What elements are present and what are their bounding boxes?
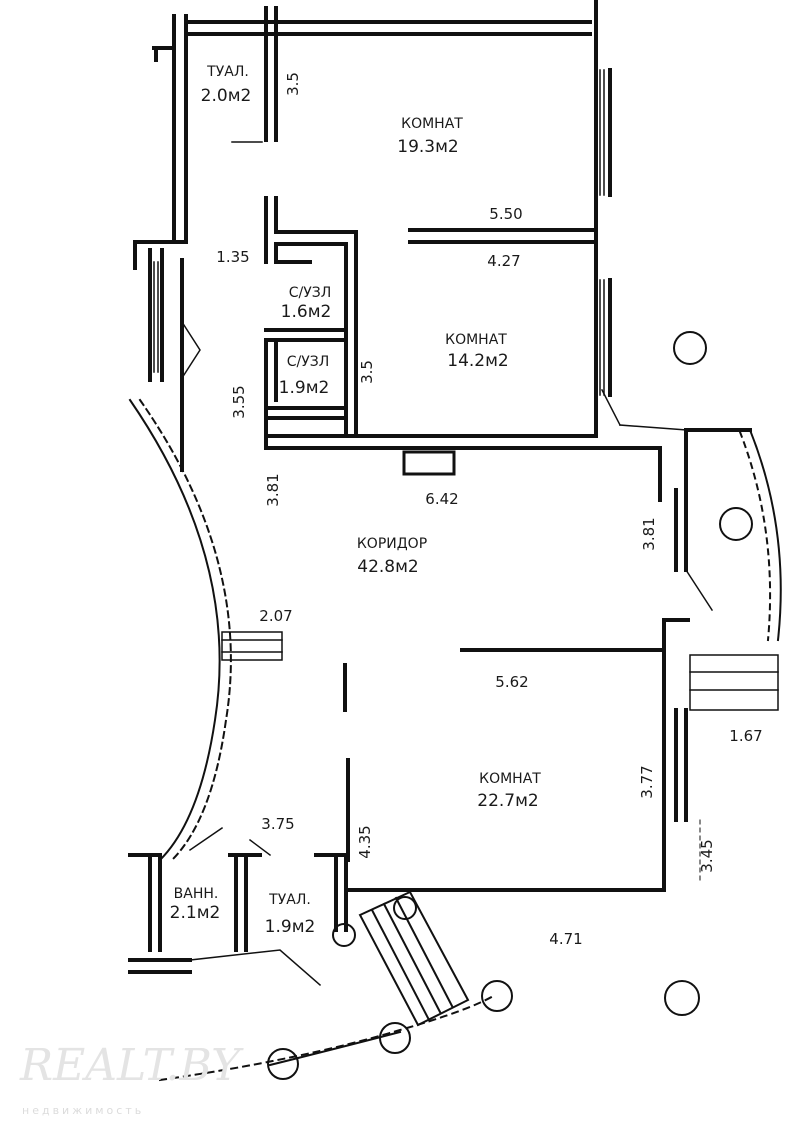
dimension-corridor-left-vertical: 3.81 (264, 473, 282, 506)
dimension-guides (347, 759, 701, 881)
room-label-storage2: С/УЗЛ (287, 354, 330, 370)
room-area-wc-top: 2.0м2 (201, 86, 252, 106)
dimension-room3-vertical: 3.77 (638, 765, 656, 798)
room-area-storage1: 1.6м2 (281, 302, 332, 322)
dimension-corridor-width: 6.42 (425, 490, 458, 508)
room-label-corridor: КОРИДОР (357, 536, 427, 552)
room-label-room3: КОМНАТ (479, 771, 541, 787)
stairs (358, 890, 470, 1027)
room-label-room1: КОМНАТ (401, 116, 463, 132)
room-area-room1: 19.3м2 (397, 137, 459, 157)
dimension-wc-top-vertical: 3.5 (284, 72, 302, 96)
dimension-corner-vertical: 3.45 (698, 839, 716, 872)
columns (267, 331, 753, 1080)
room-area-room2: 14.2м2 (447, 351, 509, 371)
room-label-room2: КОМНАТ (445, 332, 507, 348)
watermark-tagline: недвижимость (22, 1104, 144, 1117)
dimension-left-vertical: 3.55 (230, 385, 248, 418)
dimension-bath-width: 3.75 (261, 815, 294, 833)
dimension-room2-width: 4.27 (487, 252, 520, 270)
dimension-balcony: 1.67 (729, 727, 762, 745)
dimension-corridor-right-vertical: 3.81 (640, 517, 658, 550)
room-area-corridor: 42.8м2 (357, 557, 419, 577)
dimension-entry: 2.07 (259, 607, 292, 625)
dimension-small-height: 1.35 (216, 248, 249, 266)
room-area-room3: 22.7м2 (477, 791, 539, 811)
room-area-wc-bottom: 1.9м2 (265, 917, 316, 937)
interior-walls (128, 6, 752, 974)
room-label-wc-bottom: ТУАЛ. (268, 892, 311, 908)
room-area-storage2: 1.9м2 (279, 378, 330, 398)
window-lines (153, 69, 779, 711)
dimension-center-vertical: 4.35 (356, 825, 374, 858)
room-label-bath: ВАНН. (174, 886, 219, 902)
dimension-room3-width: 5.62 (495, 673, 528, 691)
room-label-wc-top: ТУАЛ. (206, 64, 249, 80)
room-area-bath: 2.1м2 (170, 903, 221, 923)
door-swings (180, 141, 714, 987)
dimension-storage-vertical: 3.5 (358, 360, 376, 384)
exterior-walls (133, 0, 612, 472)
curved-facade (128, 398, 782, 1082)
watermark-brand: REALT.BY (19, 1040, 244, 1091)
dimension-bottom: 4.71 (549, 930, 582, 948)
dimension-room1-width: 5.50 (489, 205, 522, 223)
room-label-storage1: С/УЗЛ (289, 285, 332, 301)
